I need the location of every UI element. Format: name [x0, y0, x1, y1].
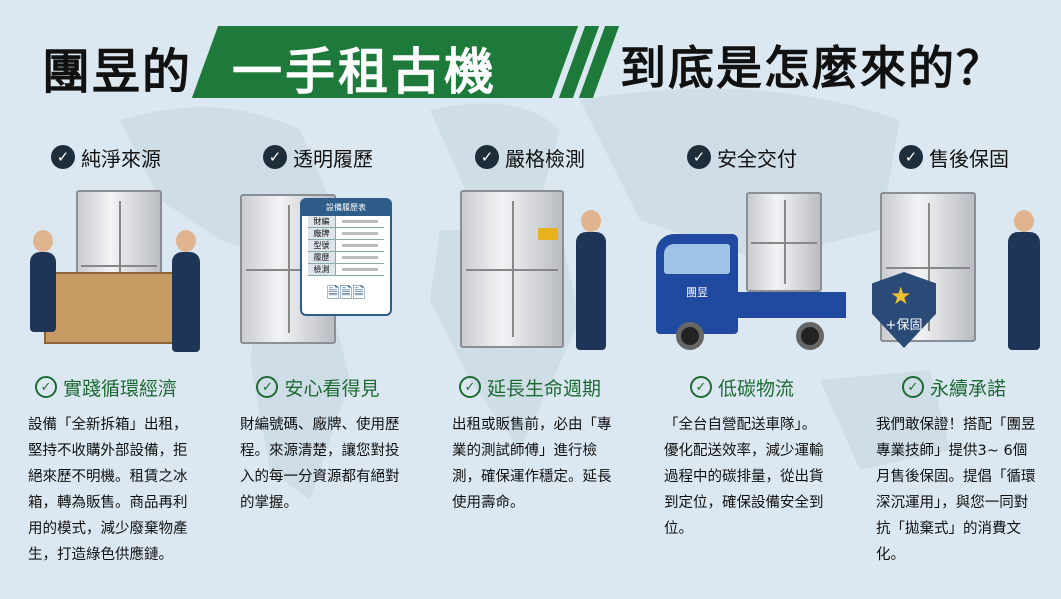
column-heading: 純淨來源: [81, 146, 161, 171]
column-after-sales: ✓售後保固 +保固 ★ ✓永續承諾 我們敢保證！搭配「團昱專業技師」提供3~ 6…: [848, 140, 1060, 568]
card-row-label: 財編: [308, 216, 336, 227]
column-heading: 售後保固: [929, 146, 1009, 171]
equipment-history-card: 設備履歷表 財編 廠牌 型號 履歷 檢測 🗎🗎🗎: [300, 198, 392, 316]
wheel-icon: [676, 322, 704, 350]
column-body: 設備「全新拆箱」出租，堅持不收購外部設備，拒絕來歷不明機。租賃之冰箱，轉為販售。…: [28, 417, 188, 563]
card-row-label: 廠牌: [308, 228, 336, 239]
check-icon: ✓: [51, 145, 75, 169]
star-icon: ★: [890, 282, 912, 310]
column-transparent-history: ✓透明履歷 設備履歷表 財編 廠牌 型號 履歷 檢測 🗎🗎🗎 ✓安心看得見 財編…: [212, 140, 424, 516]
column-heading: 嚴格檢測: [505, 146, 585, 171]
check-icon: ✓: [263, 145, 287, 169]
column-strict-testing: ✓嚴格檢測 ✓延長生命週期 出租或販售前，必由「專業的測試師傅」進行檢測，確保運…: [424, 140, 636, 516]
technician-icon: [576, 210, 606, 350]
title-highlight: 一手租古機: [232, 42, 497, 101]
column-safe-delivery: ✓安全交付 團昱 ✓低碳物流 「全台自營配送車隊」。優化配送效率，減少運輸過程中…: [636, 140, 848, 542]
card-row-label: 履歷: [308, 252, 336, 263]
page-title: 團昱的 一手租古機 到底是怎麼來的？: [0, 22, 1061, 102]
column-subheading: 永續承諾: [929, 377, 1006, 400]
check-circle-icon: ✓: [901, 376, 924, 398]
column-heading: 安全交付: [717, 146, 797, 171]
check-icon: ✓: [687, 145, 711, 169]
card-title: 設備履歷表: [302, 200, 390, 216]
column-subheading: 低碳物流: [717, 377, 794, 400]
check-icon: ✓: [899, 145, 923, 169]
card-row-label: 型號: [308, 240, 336, 251]
column-heading: 透明履歷: [293, 146, 373, 171]
check-circle-icon: ✓: [458, 376, 481, 398]
history-illustration: 設備履歷表 財編 廠牌 型號 履歷 檢測 🗎🗎🗎: [212, 182, 424, 372]
column-subheading: 實踐循環經濟: [62, 377, 177, 400]
title-part1: 團昱的: [42, 44, 193, 100]
check-circle-icon: ✓: [256, 376, 279, 398]
document-icons: 🗎🗎🗎: [326, 283, 366, 302]
cardboard-box-icon: [44, 272, 174, 344]
column-body: 「全台自營配送車隊」。優化配送效率，減少運輸過程中的碳排量，從出貨到定位，確保設…: [664, 417, 824, 537]
truck-cab-icon: 團昱: [656, 234, 738, 334]
thermometer-gun-icon: [538, 228, 558, 240]
testing-illustration: [424, 182, 636, 372]
warranty-illustration: +保固 ★: [848, 182, 1060, 372]
check-circle-icon: ✓: [689, 376, 712, 398]
column-subheading: 延長生命週期: [486, 377, 601, 400]
column-body: 出租或販售前，必由「專業的測試師傅」進行檢測，確保運作穩定。延長使用壽命。: [452, 417, 612, 511]
title-part2: 到底是怎麼來的？: [620, 41, 1004, 95]
truck-logo: 團昱: [686, 286, 708, 299]
worker-icon: [172, 230, 200, 352]
card-row-label: 檢測: [308, 264, 336, 275]
unboxing-illustration: [0, 182, 212, 372]
check-icon: ✓: [475, 145, 499, 169]
check-circle-icon: ✓: [34, 376, 57, 398]
column-subheading: 安心看得見: [284, 377, 380, 400]
delivery-illustration: 團昱: [636, 182, 848, 372]
column-body: 我們敢保證！搭配「團昱專業技師」提供3~ 6個月售後保固。提倡「循環深沉運用」，…: [876, 417, 1036, 563]
column-body: 財編號碼、廠牌、使用歷程。來源清楚，讓您對投入的每一分資源都有絕對的掌握。: [240, 417, 400, 511]
technician-icon: [1008, 210, 1040, 350]
fridge-icon: [460, 190, 564, 348]
worker-icon: [30, 230, 56, 332]
truck-bed-icon: [736, 292, 846, 318]
wheel-icon: [796, 322, 824, 350]
column-pure-source: ✓純淨來源 ✓實踐循環經濟 設備「全新拆箱」出租，堅持不收購外部設備，拒絕來歷不…: [0, 140, 212, 568]
fridge-icon: [746, 192, 822, 292]
warranty-badge: +保固: [885, 318, 923, 333]
